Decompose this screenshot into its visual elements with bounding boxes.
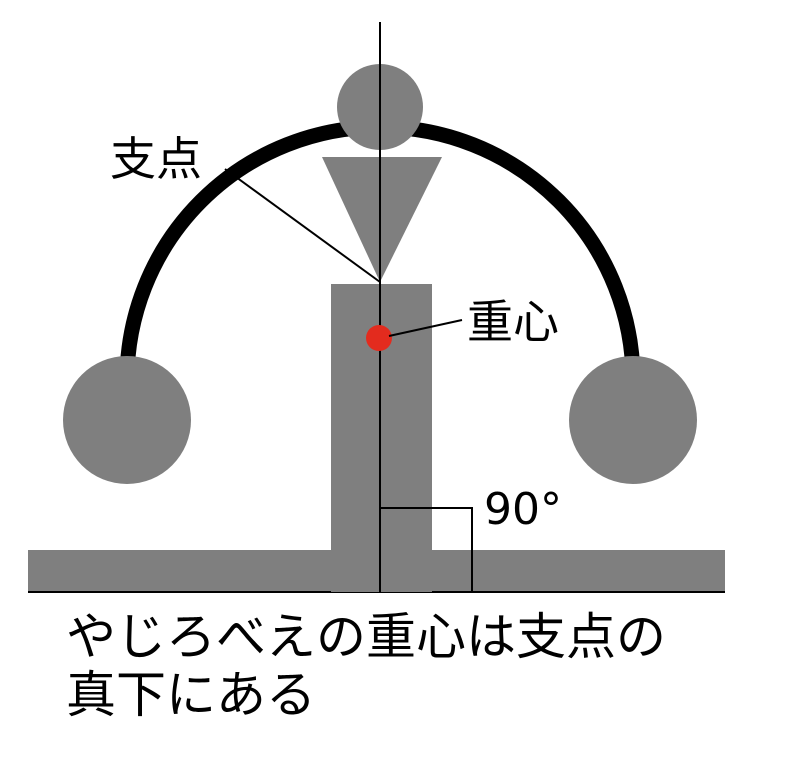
caption-line-1: やじろべえの重心は支点の bbox=[66, 608, 666, 666]
center-of-gravity-leader-line bbox=[388, 319, 463, 337]
fulcrum-leader-line bbox=[224, 168, 381, 283]
caption: やじろべえの重心は支点の 真下にある bbox=[66, 608, 706, 724]
center-of-gravity-label: 重心 bbox=[467, 295, 559, 349]
right-weight bbox=[569, 356, 697, 484]
caption-line-2: 真下にある bbox=[66, 666, 316, 724]
figure-body bbox=[322, 157, 442, 282]
left-weight bbox=[63, 356, 191, 484]
fulcrum-label: 支点 bbox=[110, 132, 202, 186]
center-of-gravity-dot bbox=[366, 325, 392, 351]
right-angle-marker bbox=[380, 507, 473, 592]
right-angle-label: 90° bbox=[484, 484, 562, 535]
